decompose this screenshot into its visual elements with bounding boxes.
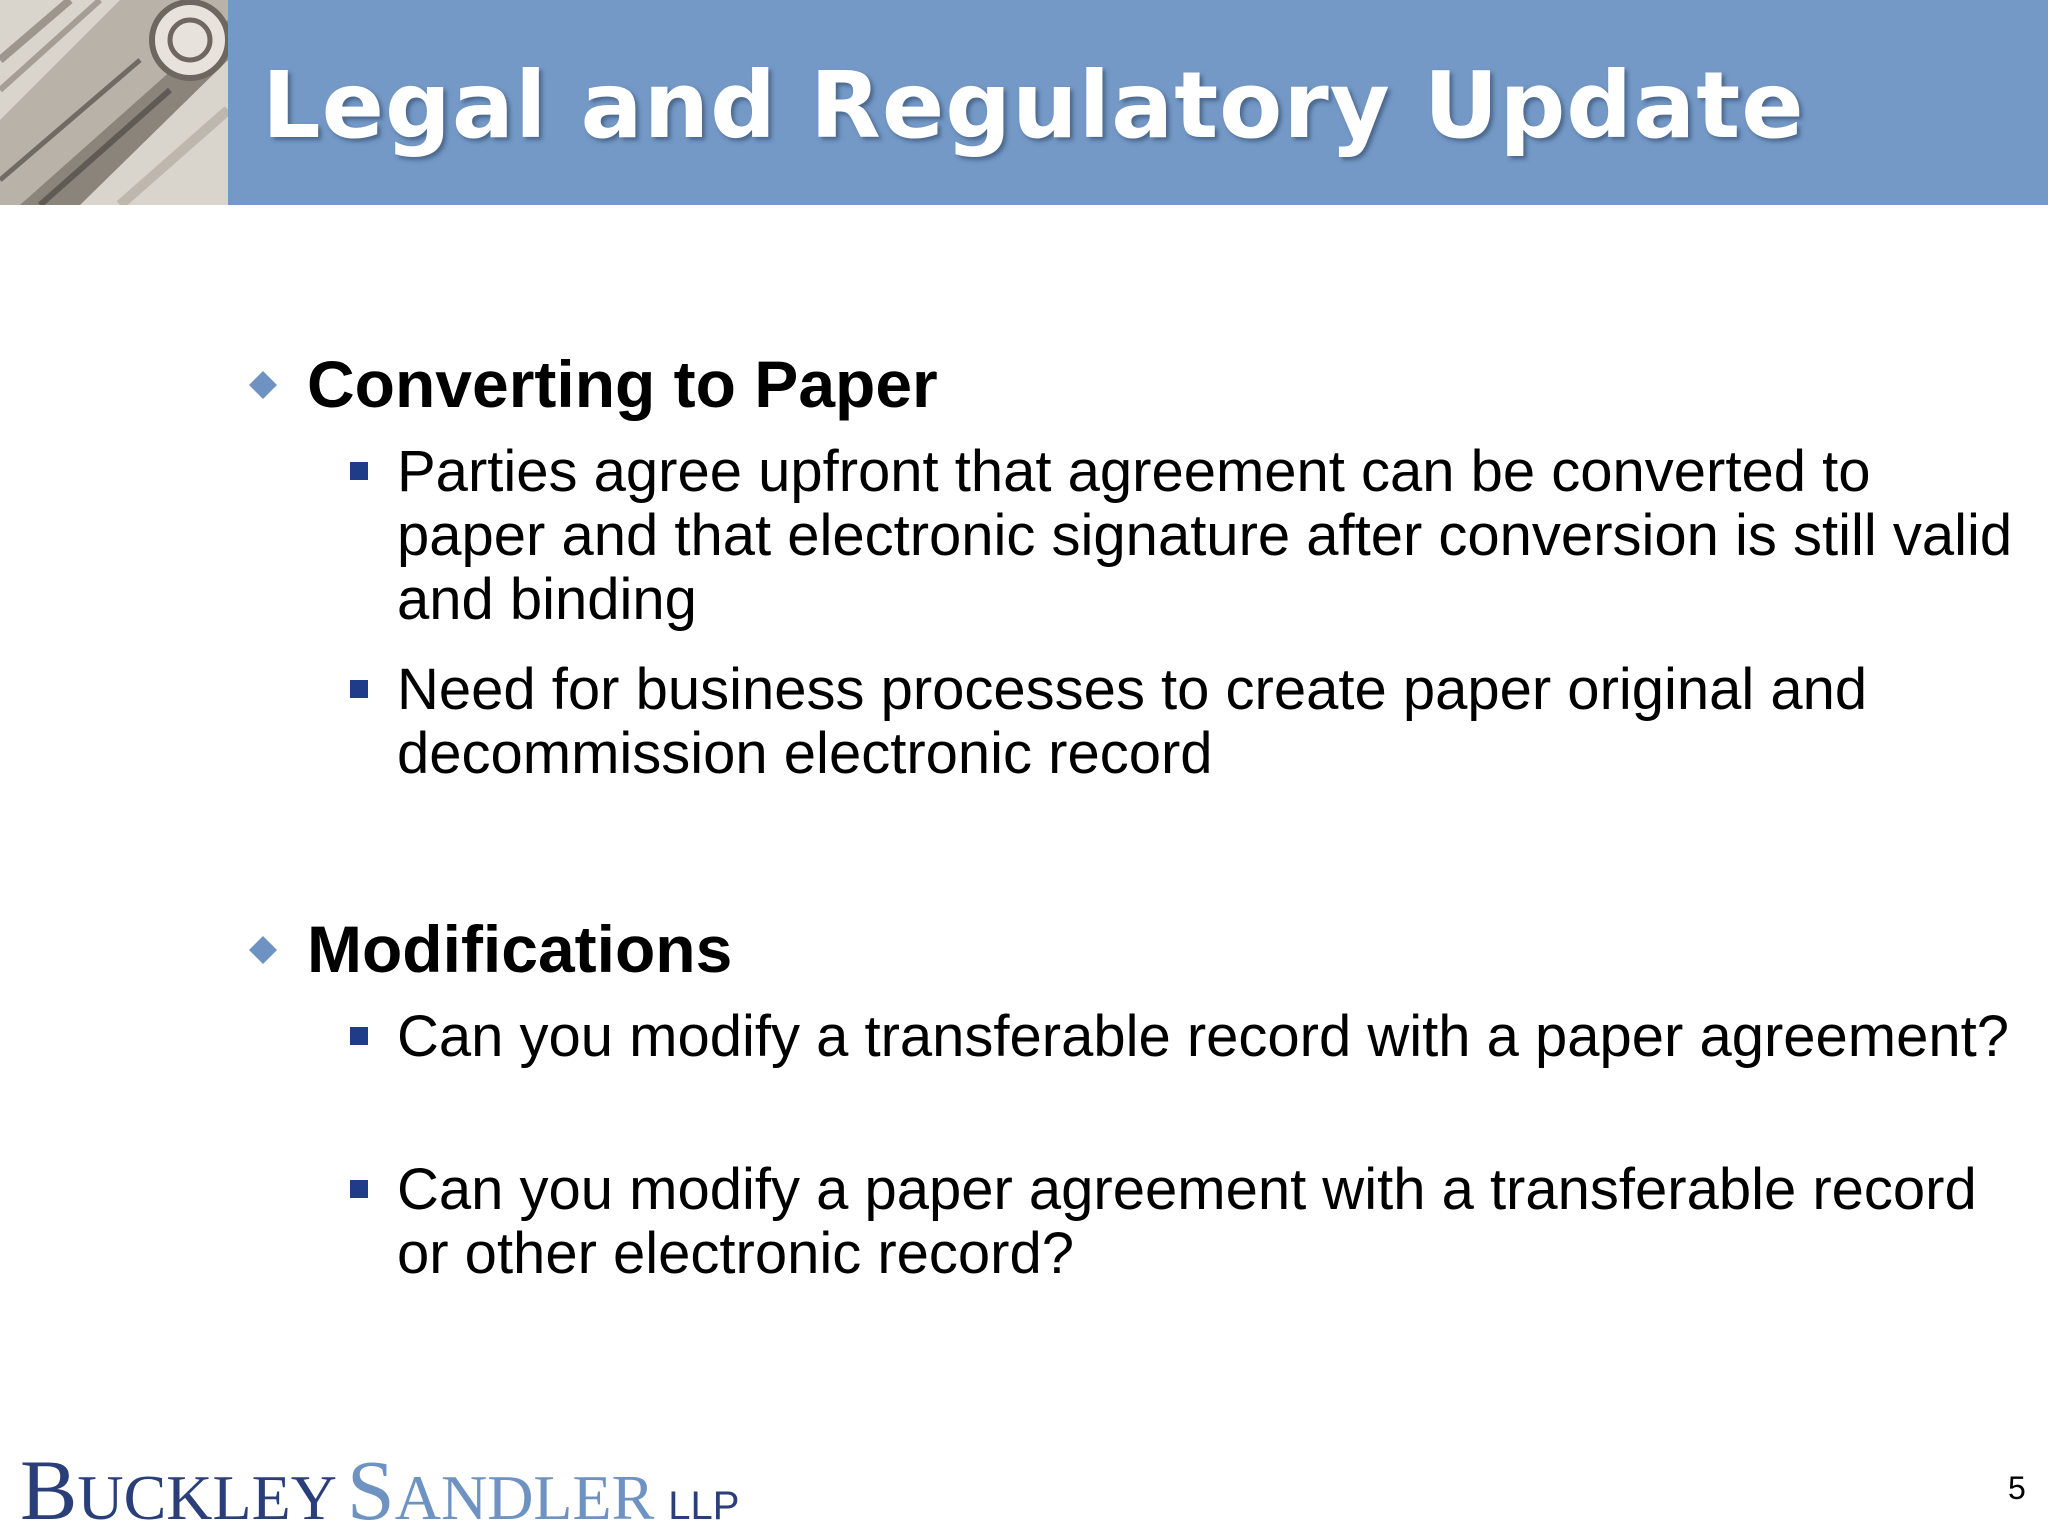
logo-letter: S [346,1442,395,1538]
header-band [228,0,2048,205]
square-bullet-icon [350,462,368,480]
diamond-bullet-icon [246,933,280,967]
column-capital-image [0,0,228,205]
list-item-text: Need for business processes to create pa… [397,657,1868,786]
logo-word: ANDLER [394,1462,655,1533]
diamond-bullet-icon [246,368,280,402]
section-heading: Modifications [307,912,733,986]
list-item-text: Can you modify a transferable record wit… [397,1004,2009,1069]
square-bullet-icon [350,680,368,698]
slide-title: Legal and Regulatory Update [262,52,1805,159]
logo-letter: B [20,1442,78,1538]
square-bullet-icon [350,1180,368,1198]
logo-suffix: LLP [668,1484,740,1528]
list-item-text: Can you modify a paper agreement with a … [397,1157,1977,1286]
list-item-text: Parties agree upfront that agreement can… [397,439,2013,632]
page-number: 5 [2008,1470,2026,1506]
square-bullet-icon [350,1027,368,1045]
logo-word: UCKLEY [77,1462,337,1533]
section-heading: Converting to Paper [307,347,938,421]
